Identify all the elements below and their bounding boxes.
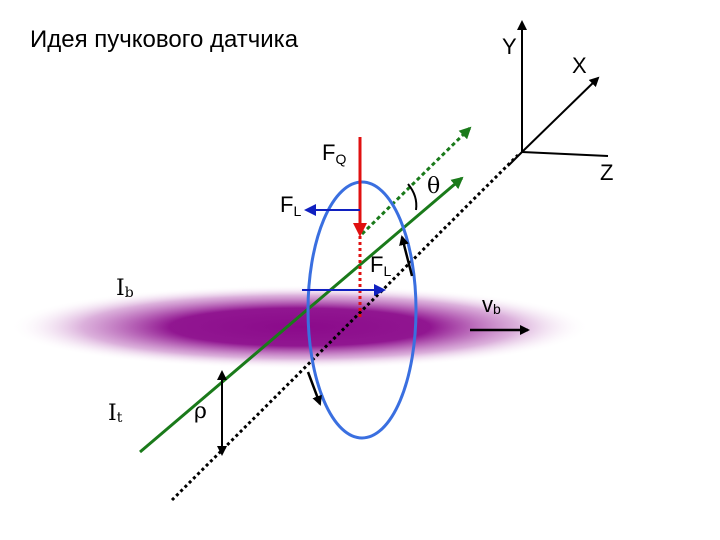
slide-title: Идея пучкового датчика bbox=[30, 26, 299, 53]
particle-track-line bbox=[139, 176, 464, 454]
theta-arc bbox=[407, 183, 418, 211]
rho-label: ρ bbox=[194, 399, 207, 424]
ib-label: Ib bbox=[116, 276, 134, 301]
force-q-label: FQ bbox=[322, 140, 346, 167]
vb-label: vb bbox=[482, 292, 501, 317]
z-axis-back bbox=[507, 151, 523, 167]
x-axis-label: X bbox=[572, 53, 587, 78]
beam-ellipse bbox=[10, 285, 590, 369]
ring-rotation-arrow-top bbox=[399, 235, 414, 277]
track-extension-dotted-line bbox=[360, 126, 472, 236]
coordinate-axes bbox=[507, 20, 609, 167]
z-axis bbox=[521, 151, 609, 157]
z-axis-label: Z bbox=[600, 160, 613, 185]
ring-rotation-arrow-bottom bbox=[306, 371, 322, 406]
y-axis-label: Y bbox=[502, 34, 517, 59]
theta-label: θ bbox=[427, 174, 440, 199]
force-l-right-label: FL bbox=[370, 252, 391, 279]
it-label: It bbox=[108, 401, 123, 426]
sensor-ring bbox=[306, 180, 418, 440]
force-l-top-label: FL bbox=[280, 192, 301, 219]
x-axis bbox=[521, 76, 600, 153]
